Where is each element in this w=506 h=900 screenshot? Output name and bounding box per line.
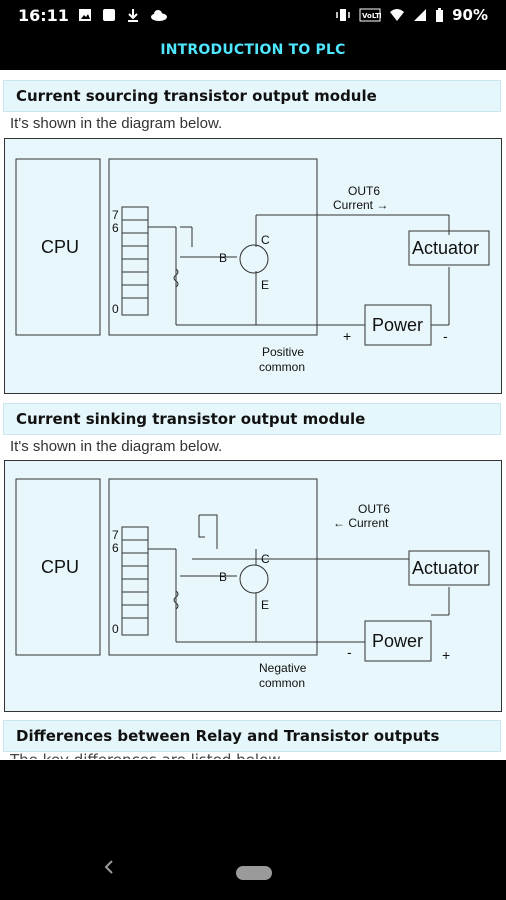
svg-text:C: C (261, 552, 270, 566)
svg-text:OUT6: OUT6 (358, 502, 390, 516)
section-paragraph: It's shown in the diagram below. (10, 438, 223, 455)
navigation-bar (0, 760, 506, 900)
svg-text:-: - (347, 644, 352, 660)
svg-text:B: B (219, 570, 227, 584)
image-icon (79, 9, 91, 21)
section-heading-text: Differences between Relay and Transistor… (16, 727, 440, 745)
status-bar: 16:11 VoLTE 90% (0, 0, 506, 32)
svg-text:6: 6 (112, 221, 119, 235)
svg-text:7: 7 (112, 208, 119, 222)
svg-text:Negative: Negative (259, 661, 307, 675)
svg-text:E: E (261, 598, 269, 612)
cpu-box (15, 158, 101, 336)
battery-percent: 90% (452, 6, 488, 24)
out-label: OUT6 (348, 184, 380, 198)
svg-text:B: B (219, 251, 227, 265)
app-bar: INTRODUCTION TO PLC (0, 32, 506, 70)
actuator-label: Actuator (412, 238, 479, 258)
svg-text:0: 0 (112, 302, 119, 316)
cloud-icon (151, 10, 167, 21)
status-left-icons (78, 8, 168, 22)
svg-text:Positive: Positive (262, 345, 304, 359)
svg-text:0: 0 (112, 622, 119, 636)
back-icon[interactable] (102, 860, 116, 874)
square-icon (103, 9, 115, 21)
status-time: 16:11 (18, 6, 69, 25)
content-area[interactable]: Current sourcing transistor output modul… (0, 70, 506, 760)
actuator-box (408, 550, 490, 586)
svg-text:+: + (442, 647, 450, 663)
sourcing-diagram: CPU 7 6 0 OUT6 Current → B C E Actuator … (4, 138, 502, 394)
status-right-icons: VoLTE 90% (335, 6, 488, 24)
vibrate-icon (336, 9, 350, 21)
section-heading-differences: Differences between Relay and Transistor… (3, 720, 501, 752)
transistor-symbol (239, 244, 269, 274)
volte-icon: VoLTE (359, 8, 381, 22)
home-pill-button[interactable] (236, 866, 272, 880)
wifi-icon (390, 9, 405, 21)
cpu-label: CPU (41, 237, 79, 257)
section-heading-text: Current sinking transistor output module (16, 410, 366, 428)
svg-text:E: E (261, 278, 269, 292)
module-box (108, 158, 318, 336)
cpu-box (15, 478, 101, 656)
download-icon (128, 9, 138, 22)
battery-icon (436, 8, 444, 22)
svg-text:7: 7 (112, 528, 119, 542)
svg-text:← Current: ← Current (333, 516, 389, 530)
current-label: Current → (333, 198, 388, 212)
svg-text:VoLTE: VoLTE (362, 12, 381, 20)
app-title: INTRODUCTION TO PLC (160, 42, 346, 58)
power-box (364, 620, 432, 662)
power-box (364, 304, 432, 346)
power-label: Power (372, 315, 423, 335)
svg-text:-: - (443, 328, 448, 344)
section-heading-text: Current sourcing transistor output modul… (16, 87, 377, 105)
section-heading-sinking: Current sinking transistor output module (3, 403, 501, 435)
svg-text:C: C (261, 233, 270, 247)
svg-text:Power: Power (372, 631, 423, 651)
svg-text:common: common (259, 676, 305, 690)
svg-text:Actuator: Actuator (412, 558, 479, 578)
signal-icon (414, 9, 427, 21)
svg-text:CPU: CPU (41, 557, 79, 577)
section-heading-sourcing: Current sourcing transistor output modul… (3, 80, 501, 112)
svg-text:common: common (259, 360, 305, 374)
svg-text:6: 6 (112, 541, 119, 555)
svg-text:+: + (343, 328, 351, 344)
section-paragraph-cut: The key differences are listed below. (10, 751, 284, 759)
actuator-box (408, 230, 490, 266)
section-paragraph: It's shown in the diagram below. (10, 115, 223, 132)
sinking-diagram: CPU 7 6 0 OUT6 ← Current B C E Actuator … (4, 460, 502, 712)
